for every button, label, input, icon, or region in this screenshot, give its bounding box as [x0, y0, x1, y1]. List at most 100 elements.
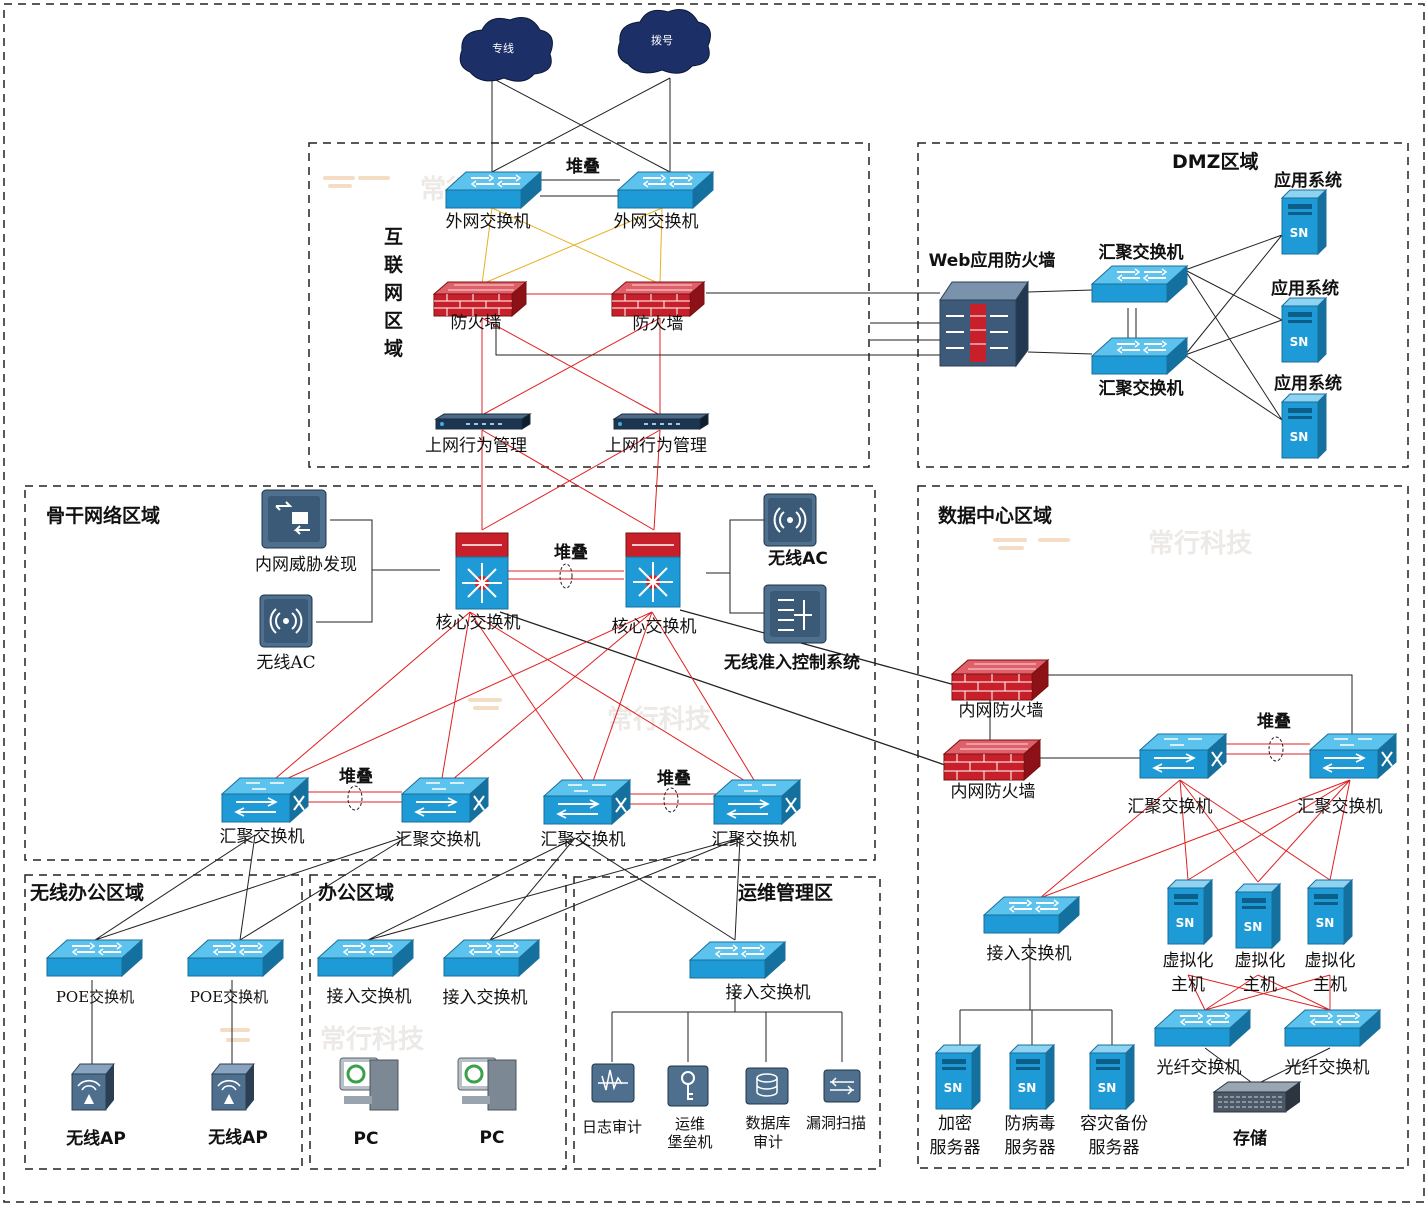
- bastion-icon: [667, 1065, 709, 1107]
- bastion-label-2: 堡垒机: [667, 1133, 712, 1151]
- dc-stack-label: 堆叠: [1257, 711, 1291, 732]
- dc-agg-1-label: 汇聚交换机: [1128, 797, 1213, 817]
- srv-av-icon: [1009, 1044, 1055, 1110]
- srv-av-label-1: 防病毒: [1005, 1114, 1056, 1134]
- threat-discovery-icon: [261, 489, 327, 549]
- app-system-3-label: 应用系统: [1274, 373, 1342, 394]
- ext-switch-1-icon: [445, 171, 542, 209]
- svg-text:SN: SN: [1018, 1081, 1037, 1095]
- svg-text:SN: SN: [1176, 916, 1195, 930]
- bastion-label-1: 运维: [675, 1115, 705, 1133]
- ops-access-icon: [689, 941, 786, 979]
- srv-av-label-2: 服务器: [1005, 1138, 1056, 1158]
- wireless-ac-left-icon: [259, 594, 313, 648]
- backbone-zone-frame: [24, 485, 876, 861]
- dc-access-icon: [983, 896, 1080, 934]
- bb-stack-1-label: 堆叠: [339, 766, 373, 787]
- ops-access-label: 接入交换机: [726, 983, 811, 1003]
- behavior-mgmt-2-label: 上网行为管理: [605, 436, 707, 456]
- svg-text:SN: SN: [1290, 430, 1309, 444]
- datacenter-zone-frame: [917, 485, 1409, 1169]
- fiber-switch-1-label: 光纤交换机: [1157, 1058, 1242, 1078]
- zone-internet-c5: 域: [384, 337, 403, 360]
- srv-enc-icon: [935, 1044, 981, 1110]
- office-access-2-icon: [443, 939, 540, 977]
- poe-switch-2-label: POE交换机: [190, 988, 268, 1006]
- bb-agg-3-label: 汇聚交换机: [541, 830, 626, 850]
- bb-agg-4-label: 汇聚交换机: [712, 830, 797, 850]
- zone-wireless-office-title: 无线办公区域: [30, 881, 144, 904]
- inner-fw-1-icon: [951, 659, 1049, 701]
- svg-text:SN: SN: [1244, 920, 1263, 934]
- bb-agg-2-icon: [401, 777, 489, 823]
- dc-agg-2-icon: [1309, 733, 1397, 779]
- region-frames: [3, 3, 1425, 1203]
- behavior-mgmt-1-label: 上网行为管理: [425, 436, 527, 456]
- virt-host-3-icon: [1307, 879, 1353, 945]
- bb-stack-2-label: 堆叠: [657, 768, 691, 789]
- app-system-3-icon: [1281, 393, 1327, 459]
- wireless-ap-2-label: 无线AP: [207, 1127, 268, 1148]
- svg-text:SN: SN: [1098, 1081, 1117, 1095]
- core-switch-2-label: 核心交换机: [612, 617, 697, 637]
- threat-discovery-label: 内网威胁发现: [255, 555, 357, 575]
- waf-icon: [939, 280, 1029, 368]
- log-audit-icon: [591, 1063, 635, 1103]
- zone-internet-c1: 互: [384, 226, 403, 248]
- backbone-zone: 骨干网络区域 内网威胁发现 无线AC 核心交换机 核心交换机 堆叠: [46, 489, 860, 850]
- zone-internet-c3: 网: [384, 282, 403, 304]
- dc-agg-2-label: 汇聚交换机: [1298, 797, 1383, 817]
- pc-1-label: PC: [354, 1129, 379, 1149]
- office-frame: [309, 874, 567, 1170]
- log-audit-label: 日志审计: [582, 1118, 642, 1136]
- core-switch-1-icon: [455, 532, 509, 610]
- virt-host-2-icon: [1235, 883, 1281, 949]
- srv-dr-label-2: 服务器: [1089, 1138, 1140, 1158]
- behavior-mgmt-2-icon: [613, 413, 709, 430]
- vuln-scan-label: 漏洞扫描: [806, 1114, 866, 1132]
- svg-text:SN: SN: [1290, 226, 1309, 240]
- bb-agg-1-label: 汇聚交换机: [220, 827, 305, 847]
- links: [91, 77, 1353, 1086]
- cloud-dialup-label: 拨号: [651, 33, 673, 47]
- pc-2-label: PC: [480, 1128, 505, 1148]
- dmz-agg-2-label: 汇聚交换机: [1099, 378, 1184, 399]
- firewall-1-label: 防火墙: [451, 313, 502, 333]
- dmz-agg-1-label: 汇聚交换机: [1099, 242, 1184, 263]
- ext-switch-1-label: 外网交换机: [446, 212, 531, 232]
- bb-agg-2-label: 汇聚交换机: [396, 830, 481, 850]
- app-system-1-icon: [1281, 189, 1327, 255]
- app-system-2-icon: [1281, 297, 1327, 363]
- core-stack-label: 堆叠: [554, 542, 588, 563]
- core-switch-2-icon: [625, 532, 681, 608]
- wireless-office-frame: [24, 874, 303, 1170]
- nac-label: 无线准入控制系统: [723, 652, 860, 673]
- zone-ops-title: 运维管理区: [738, 881, 833, 904]
- pc-1-icon: [339, 1057, 399, 1111]
- wireless-ac-left-label: 无线AC: [256, 653, 315, 673]
- virt-host-3-label-2: 主机: [1313, 975, 1347, 995]
- poe-switch-1-label: POE交换机: [56, 988, 134, 1006]
- inner-fw-2-label: 内网防火墙: [951, 782, 1036, 802]
- zone-datacenter-title: 数据中心区域: [938, 504, 1052, 527]
- db-audit-icon: [745, 1067, 789, 1105]
- internet-zone: 互 联 网 区 域 外网交换机 外网交换机 堆叠 防火墙 防火墙 上网行为管理 …: [384, 156, 714, 456]
- zone-internet-c4: 区: [384, 310, 403, 332]
- outer-frame: [3, 3, 1425, 1203]
- ext-stack-label: 堆叠: [566, 156, 600, 177]
- inner-fw-1-label: 内网防火墙: [959, 701, 1044, 721]
- virt-host-3-label-1: 虚拟化: [1305, 951, 1356, 971]
- dmz-agg-1-icon: [1091, 265, 1188, 303]
- zone-internet-c2: 联: [384, 254, 403, 276]
- ext-switch-2-icon: [617, 171, 714, 209]
- datacenter-zone: 数据中心区域 内网防火墙 内网防火墙 汇聚交换机 汇聚交换机 堆叠 接入交换机 …: [930, 504, 1397, 1158]
- pc-2-icon: [457, 1057, 517, 1111]
- watermarks: 常行科技 常行科技 常行科技 常行科技: [220, 174, 1252, 1055]
- waf-label: Web应用防火墙: [929, 250, 1056, 271]
- storage-label: 存储: [1233, 1128, 1267, 1149]
- zone-backbone-title: 骨干网络区域: [46, 504, 160, 527]
- dc-agg-1-icon: [1139, 733, 1227, 779]
- bb-agg-4-icon: [713, 779, 801, 825]
- behavior-mgmt-1-icon: [435, 413, 531, 430]
- fiber-switch-2-icon: [1284, 1009, 1381, 1047]
